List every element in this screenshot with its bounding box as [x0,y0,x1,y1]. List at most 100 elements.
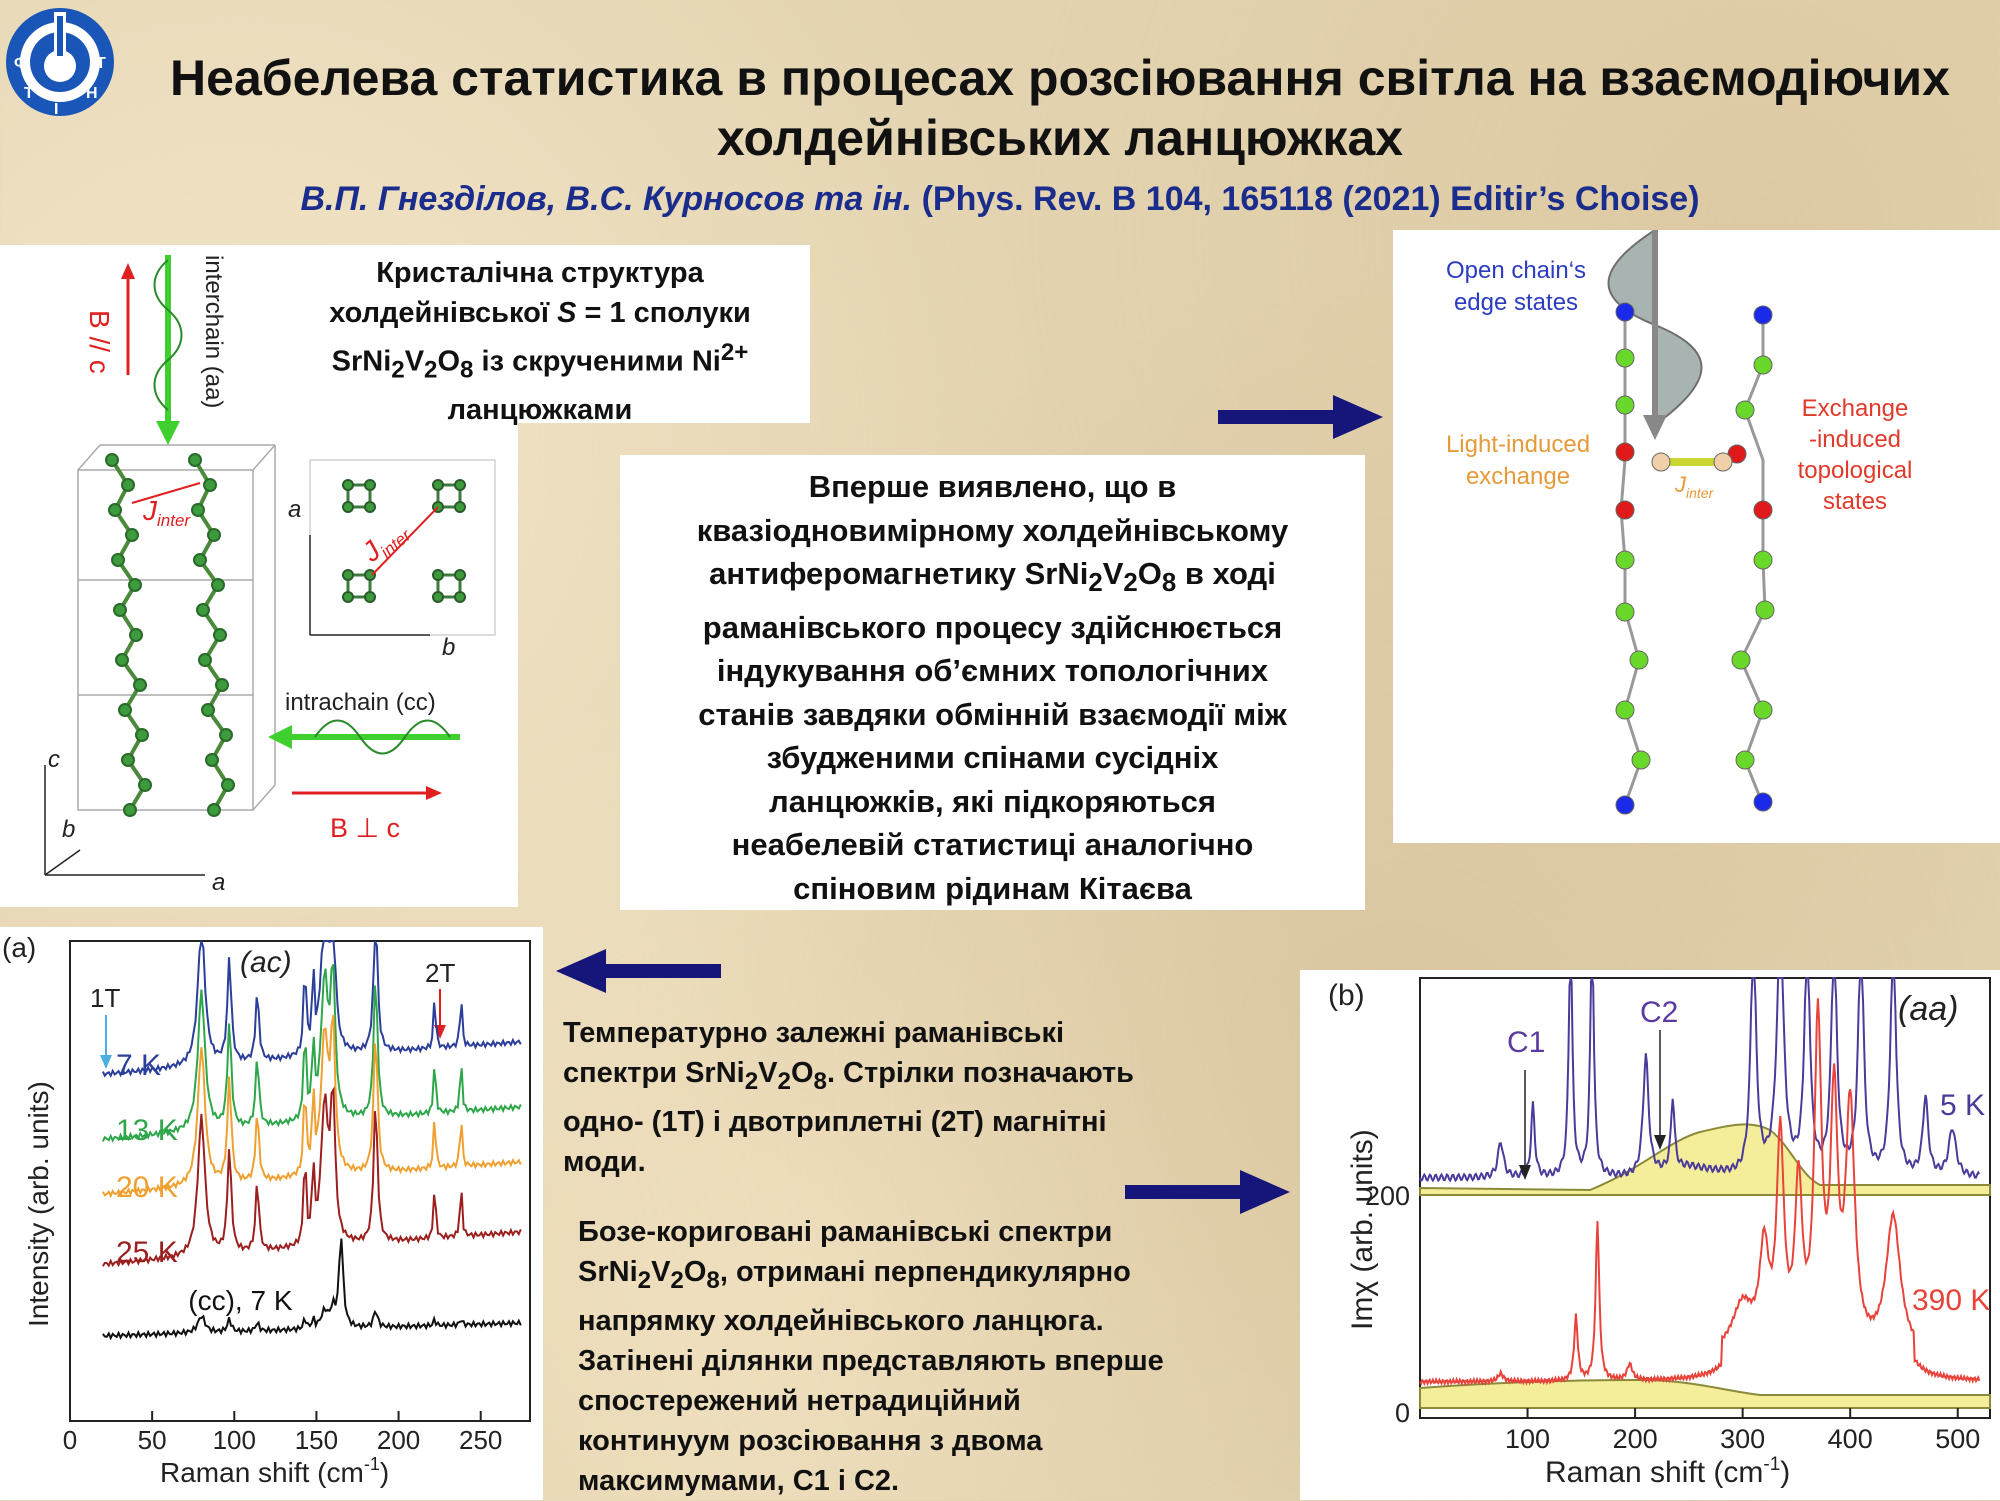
chart-a-xtick-label: 200 [377,1425,420,1455]
chain-figure-panel [1393,230,2000,843]
chart-b-frame [1419,977,1991,1419]
chart-b-c1-label: C1 [1507,1026,1545,1059]
desc-b-line: континуум розсіювання з двома [578,1424,1043,1457]
b-perp-c-label: B ⊥ c [330,813,400,843]
chart-a-series-label: 7 K [116,1049,161,1082]
chart-b-ylabel: Imχ (arb. units) [1346,1129,1379,1330]
desc-b-line: Затінені ділянки представляють вперше [578,1344,1164,1377]
chart-a-series-line [101,963,522,1143]
main-text-line: Вперше виявлено, що в [808,469,1177,504]
topview-axis-b: b [442,634,455,661]
main-text-line: збудженими спінами сусідніх [766,740,1219,776]
authors-names: В.П. Гнезділов, В.С. Курносов та ін. [300,180,913,218]
structure-caption-line-1: Кристалічна структура [376,257,704,289]
desc-a-line: Температурно залежні раманівські [563,1017,1065,1049]
chart-b-series-line [1419,998,1981,1387]
main-text-line: раманівського процесу здійснюється [702,609,1283,645]
title-line-1: Неабелева статистика в процесах розсіюва… [170,50,1950,106]
main-text-line: станів завдяки обмінній взаємодії між [698,696,1287,732]
desc-b-line: Бозе-кориговані раманівські спектри [578,1216,1113,1248]
chart-a-2t-label: 2T [425,958,455,988]
logo-letter-2: Т [24,85,34,102]
arrow-right-top [1218,395,1383,439]
crystal-structure-figure: B // c interchain (aa) Jinter c b a [44,255,496,896]
chart-b-panel-label: (b) [1328,979,1365,1012]
chart-a-xtick-label: 150 [295,1425,338,1455]
chart-b-ytick-label: 0 [1395,1398,1410,1428]
arrow-left-middle [556,949,721,993]
ni-chain-left [105,453,152,817]
main-text-line: неабелевій статистиці аналогічно [731,827,1254,863]
chart-a-frame [69,940,531,1422]
chart-b-aa-label: (aa) [1898,990,1958,1028]
interchain-label: interchain (aa) [200,255,227,408]
chart-b-xtick-label: 300 [1720,1424,1765,1454]
chart-b-xlabel: Raman shift (cm-1) [1545,1454,1790,1489]
logo-letter-5: Т [96,55,106,72]
main-text-line: ланцюжків, які підкоряються [769,783,1216,819]
chart-a-panel [0,927,543,1500]
chart-b-xtick-label: 100 [1505,1424,1550,1454]
chart-a-series-label: 20 K [116,1171,178,1204]
chart-a-xlabel: Raman shift (cm-1) [160,1454,389,1488]
chart-a-series-label: 13 K [116,1114,178,1147]
structure-caption-line-2: холдейнівської S = 1 сполуки [329,297,751,329]
page-title: Неабелева статистика в процесах розсіюва… [130,48,1990,168]
chart-b-c2-label: C2 [1640,996,1678,1029]
main-text-line: спіновим рідинам Кітаєва [793,870,1192,906]
ni-chain-right [188,453,235,817]
desc-a-line: одно- (1T) і двотриплетні (2T) магнітні [563,1105,1107,1138]
chart-b-ytick-label: 200 [1365,1181,1410,1211]
desc-b-line: спостережений нетрадиційний [578,1384,1021,1417]
chart-b-xtick-label: 200 [1613,1424,1658,1454]
desc-a-line: спектри SrNi2V2O8. Стрілки позначають [563,1057,1135,1095]
authors-line: В.П. Гнезділов, В.С. Курносов та ін. (Ph… [0,180,2000,219]
raman-spectra-chart-a: (a) (ac) 1T 2T 7 K13 K20 K25 K(cc), 7 K … [2,932,531,1488]
b-parallel-c-label: B // c [84,310,115,374]
main-text-line: індукування об’ємних топологічних [716,653,1269,689]
desc-a-line: моди. [563,1145,646,1178]
publication-reference: (Phys. Rev. B 104, 165118 (2021) Editir’… [921,180,1700,218]
chart-a-series-label: 25 K [116,1236,178,1269]
chart-a-description: Температурно залежні раманівські спектри… [563,1013,1263,1182]
chart-a-series-label: (cc), 7 K [188,1285,293,1316]
axis-a-label: a [212,869,225,896]
main-text-line: квазіодновимірному холдейнівському [696,512,1289,548]
chart-b-series-label: 390 K [1912,1284,1990,1317]
chart-a-ylabel: Intensity (arb. units) [23,1081,54,1327]
desc-b-line: напрямку холдейнівського ланцюга. [578,1304,1104,1337]
chart-a-xtick-label: 100 [213,1425,256,1455]
chart-a-series-line [102,1086,522,1268]
chart-b-series-line [1419,977,1981,1183]
chart-a-xtick-label: 0 [63,1425,77,1455]
jinter-label-left: Jinter [142,495,191,530]
axis-b-label: b [62,816,75,843]
chart-a-ac-label: (ac) [240,946,292,979]
main-text-line: антиферомагнетику SrNi2V2O8 в ході [709,556,1276,598]
logo-letter-1: Ф [14,55,28,72]
chart-a-xtick-label: 250 [459,1425,502,1455]
chart-b-panel [1300,970,2000,1500]
intrachain-label: intrachain (cc) [285,689,436,716]
chart-a-series-line [102,1014,522,1199]
logo-letter-3: І [54,101,58,118]
chart-b-series-label: 5 K [1940,1089,1985,1122]
chart-b-description: Бозе-кориговані раманівські спектри SrNi… [578,1212,1278,1501]
chart-a-panel-label: (a) [2,932,36,963]
chart-b-xtick-label: 500 [1935,1424,1980,1454]
axis-c-label: c [48,746,60,773]
chart-a-series-line [101,940,522,1079]
desc-b-line: максимумами, C1 і C2. [578,1464,900,1497]
chart-a-series-line [102,1238,522,1341]
title-line-2: холдейнівських ланцюжках [716,110,1404,166]
structure-caption-line-4: ланцюжками [447,394,633,427]
logo-letter-4: Н [86,85,98,102]
topview-axis-a: a [288,496,301,523]
chart-b-xtick-label: 400 [1828,1424,1873,1454]
jinter-label-chain: Jinter [1674,472,1715,501]
structure-caption: Кристалічна структура холдейнівської S =… [270,245,810,426]
